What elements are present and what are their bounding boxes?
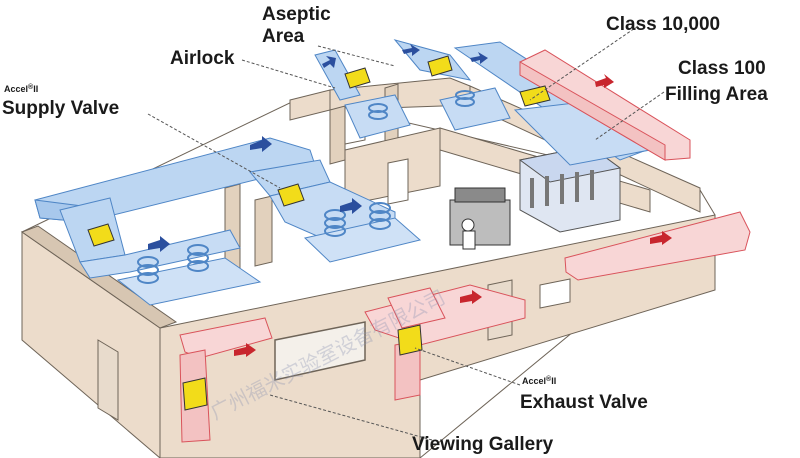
label-airlock: Airlock [170,48,235,69]
labels: Aseptic Area Airlock Class 10,000 Class … [2,4,768,455]
label-viewing-gallery: Viewing Gallery [412,434,554,455]
diffuser-icon [137,90,475,284]
label-exhaust-valve: Exhaust Valve [520,392,648,413]
label-class-10000: Class 10,000 [606,14,720,35]
door-icon [97,339,119,421]
wall-left-room [224,183,241,273]
wall-mid-room [254,195,273,267]
wall-airlock-divider [329,105,346,165]
exhaust-arrow-icons [234,74,672,357]
label-supply-valve: Supply Valve [2,98,119,119]
label-aseptic-line2: Area [262,26,305,47]
wall-panel [539,278,571,309]
label-supply-valve-brand: Accel®II [4,83,38,94]
viewing-window [274,321,366,381]
supply-arrow-icons [148,44,488,252]
valve-icon [87,55,551,411]
label-exhaust-valve-brand: Accel®II [522,375,556,386]
label-class-100-line1: Class 100 [678,58,766,79]
label-aseptic-line1: Aseptic [262,4,331,25]
leader-lines [147,25,665,441]
label-class-100-line2: Filling Area [665,84,768,105]
operator-icon [449,187,511,250]
door-icon [387,158,409,205]
